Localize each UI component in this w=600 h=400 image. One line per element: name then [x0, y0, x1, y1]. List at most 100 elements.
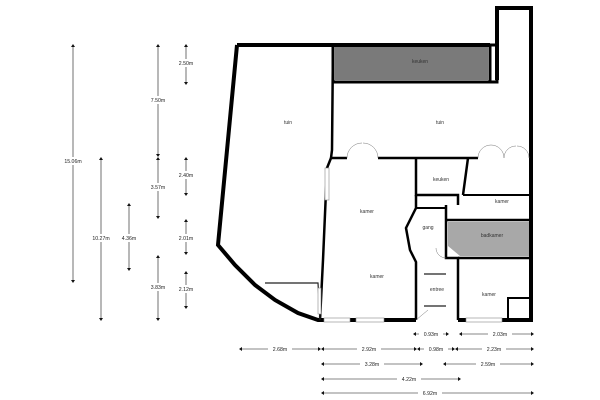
dim-tick	[156, 255, 160, 258]
dim-bottom-seg1: 2.68m	[273, 347, 287, 353]
front-door	[415, 309, 429, 321]
dim-rooms-upper: 3.57m	[151, 185, 165, 191]
dim-tick	[318, 347, 321, 351]
room-label-kamer-right: kamer	[495, 199, 509, 205]
dim-tick	[99, 157, 103, 160]
dim-tick	[127, 203, 131, 206]
dim-tick	[455, 347, 458, 351]
rear-door-left	[346, 142, 379, 159]
dim-upper-small: 0.93m	[424, 332, 438, 338]
entree-lines	[424, 273, 446, 307]
room-label-kamer-lower: kamer	[370, 274, 384, 280]
dim-tick	[420, 362, 423, 366]
vertical-dimensions: 15.06m 10.27m 4.36m 7.50m 3.57m 3.83m	[62, 44, 197, 321]
dim-label-bg	[418, 389, 442, 396]
dim-label-bg	[397, 375, 421, 382]
storage-outline	[265, 282, 321, 321]
closet-wall	[507, 297, 531, 320]
dim-tick	[321, 391, 324, 395]
dim-bottom-seg2: 2.92m	[362, 347, 376, 353]
dim-label-bg	[488, 330, 512, 337]
dim-label-bg	[147, 183, 169, 191]
dim-label-bg	[62, 157, 84, 165]
dim-total-height: 15.06m	[64, 159, 81, 165]
dim-tick	[71, 280, 75, 283]
dim-tick	[127, 268, 131, 271]
dim-tick	[71, 44, 75, 47]
dim-label-bg	[90, 234, 112, 242]
gang-wall-right	[444, 205, 460, 320]
dim-tick	[531, 391, 534, 395]
keuken-walls	[414, 157, 470, 205]
dim-bath-depth: 2.01m	[179, 236, 193, 242]
dim-room-right-depth: 2.40m	[179, 173, 193, 179]
dim-label-bg	[476, 360, 500, 367]
dim-tick	[99, 318, 103, 321]
room-label-keuken: keuken	[412, 59, 428, 65]
dim-combined-b: 2.59m	[481, 362, 495, 368]
garden-divider	[329, 44, 335, 159]
dim-tick	[531, 332, 534, 336]
room-label-tuin-left: tuin	[284, 120, 292, 126]
dim-tick	[184, 193, 188, 196]
dim-left-height: 10.27m	[92, 236, 109, 242]
dim-tick	[458, 377, 461, 381]
room-labels: tuin tuin keuken kamer kamer kamer kamer…	[284, 59, 509, 298]
dim-label-bg	[268, 345, 292, 352]
gang-door	[435, 247, 447, 259]
dim-tick	[156, 44, 160, 47]
tower-joint	[490, 43, 499, 84]
doors	[346, 142, 530, 321]
window-storage	[317, 287, 322, 315]
dim-tick	[184, 219, 188, 222]
window-front-right	[465, 317, 503, 323]
room-label-kamer-main: kamer	[360, 209, 374, 215]
living-left-wall	[318, 157, 333, 321]
dim-rooms-lower: 3.83m	[151, 285, 165, 291]
dim-tick	[531, 362, 534, 366]
dim-label-bg	[175, 285, 197, 293]
gang-wall-left	[404, 195, 418, 320]
dim-tick	[459, 332, 462, 336]
dim-label-bg	[360, 360, 384, 367]
dim-tick	[156, 154, 160, 157]
dim-tick	[156, 318, 160, 321]
dim-tick	[184, 44, 188, 47]
dim-tick	[184, 157, 188, 160]
horizontal-dimensions: 0.93m 2.03m 2.68m 2.92m 0.98m 2.23m 3.28	[239, 330, 534, 397]
dim-bottom-seg3: 0.98m	[429, 347, 443, 353]
dim-tick	[184, 252, 188, 255]
dim-kitchen-depth: 2.50m	[179, 61, 193, 67]
dim-tick	[156, 157, 160, 160]
rear-door-right-a	[477, 144, 505, 159]
dim-tick	[321, 347, 324, 351]
dim-tick	[531, 347, 534, 351]
dim-tick	[413, 332, 416, 336]
dim-label-bg	[424, 345, 448, 352]
dim-tick	[184, 306, 188, 309]
dim-label-bg	[175, 234, 197, 242]
dim-label-bg	[482, 345, 506, 352]
room-label-gang: gang	[422, 225, 433, 231]
dim-label-bg	[175, 59, 197, 67]
dim-tick	[239, 347, 242, 351]
dim-tick	[443, 362, 446, 366]
room-label-tuin-right: tuin	[436, 120, 444, 126]
dim-label-bg	[357, 345, 381, 352]
dim-bottom-seg4: 2.23m	[487, 347, 501, 353]
rear-door-right-b	[503, 145, 530, 159]
dim-tick	[414, 347, 417, 351]
room-label-badkamer: badkamer	[481, 233, 504, 239]
dim-label-bg	[147, 283, 169, 291]
dim-combined-c: 4.22m	[402, 377, 416, 383]
room-label-kamer-bottom-right: kamer	[482, 292, 496, 298]
dim-tick	[417, 347, 420, 351]
dim-upper-right: 2.03m	[493, 332, 507, 338]
dim-tick	[156, 216, 160, 219]
dim-tick	[446, 332, 449, 336]
dim-tick	[452, 347, 455, 351]
window-front-left	[323, 317, 351, 323]
dim-mid-height: 4.36m	[122, 236, 136, 242]
dim-label-bg	[147, 96, 169, 104]
dim-label-bg	[175, 171, 197, 179]
